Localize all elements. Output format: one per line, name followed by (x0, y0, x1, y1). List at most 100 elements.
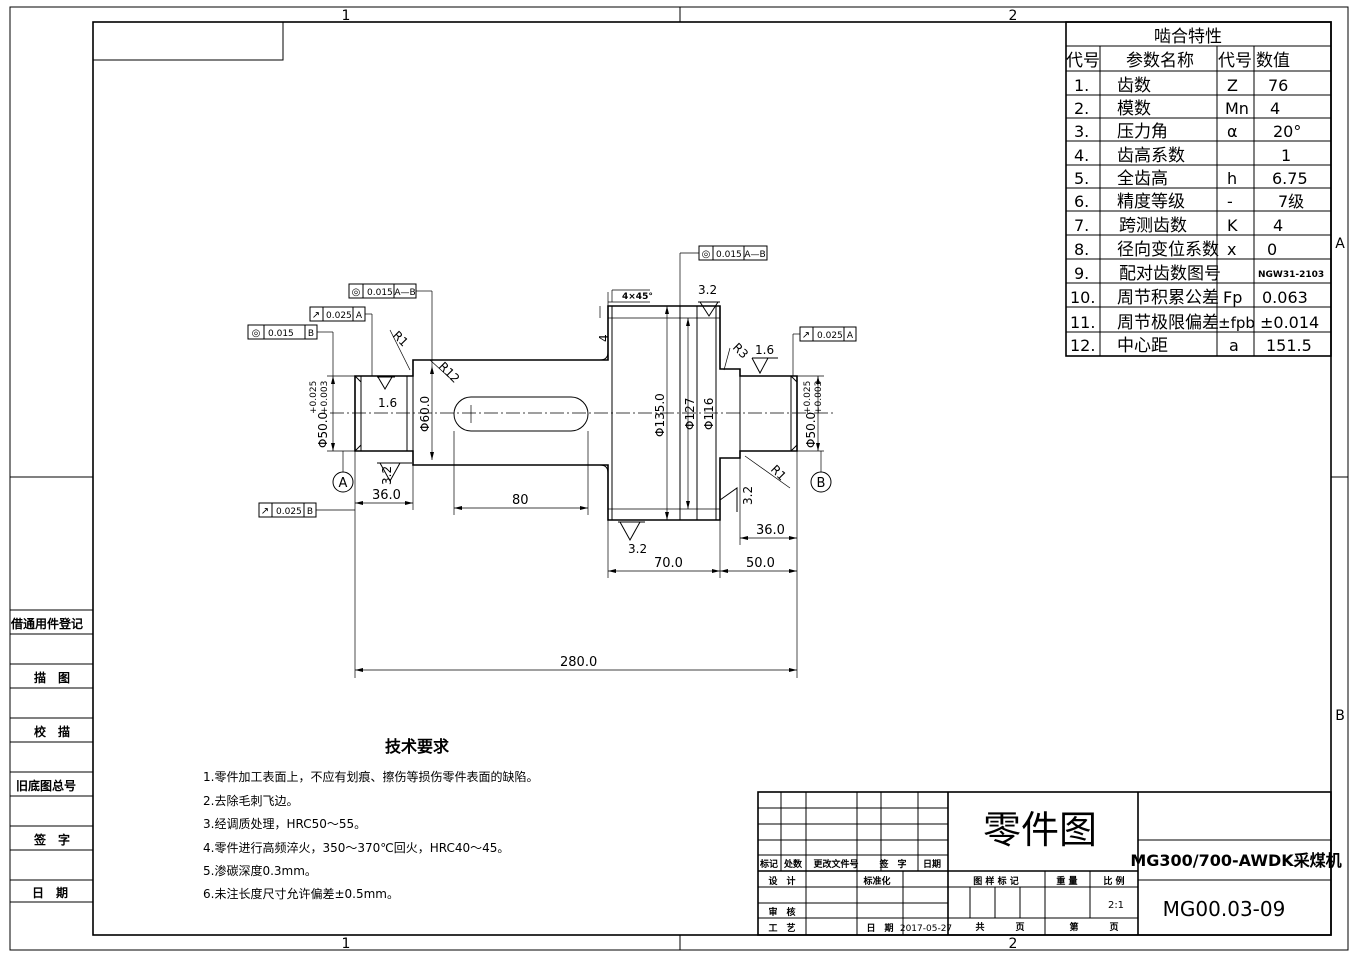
tech-requirement-1: 1.零件加工表面上，不应有划痕、擦伤等损伤零件表面的缺陷。 (203, 769, 538, 784)
mesh-row-1-value: 76 (1268, 76, 1288, 95)
mesh-header-code: 代号 (1066, 51, 1100, 71)
drawing-border (9, 6, 1349, 951)
tech-requirement-4: 4.零件进行高频淬火，350～370℃回火，HRC40～45。 (203, 840, 509, 855)
tolerance-frame-2-datum: A (356, 311, 363, 321)
mesh-row-10-value: 0.063 (1262, 288, 1308, 307)
tolerance-frame-4-symbol: ◎ (702, 249, 711, 260)
roughness-symbols (377, 301, 778, 542)
mesh-header-name: 参数名称 (1126, 51, 1194, 71)
tolerance-frame-3 (348, 283, 433, 366)
dim-len-80: 80 (512, 493, 529, 508)
mesh-row-3-value: 20° (1273, 122, 1301, 141)
tech-requirement-5: 5.渗碳深度0.3mm。 (203, 863, 317, 878)
dim-len-36-right: 36.0 (756, 523, 785, 538)
datum-a: A (339, 476, 348, 491)
rev-header-count: 处数 (783, 858, 803, 870)
title-drawing-no: MG00.03-09 (1163, 897, 1286, 921)
dim-chamfer-len: 4 (597, 334, 611, 342)
roughness-value-4: 1.6 (755, 343, 774, 357)
tech-requirement-3: 3.经调质处理，HRC50～55。 (203, 817, 366, 831)
mesh-row-2-name: 模数 (1117, 99, 1151, 119)
mesh-row-12-name: 中心距 (1117, 336, 1168, 356)
mesh-row-6-symbol: - (1227, 192, 1233, 211)
mesh-row-12-value: 151.5 (1266, 336, 1312, 355)
mesh-row-11-symbol: ±fpb (1218, 314, 1255, 332)
dim-d60: Φ60.0 (418, 396, 432, 432)
left-strip-label-3: 校 描 (34, 724, 70, 739)
mesh-row-9-no: 9. (1074, 264, 1089, 283)
dimension-lines (327, 289, 824, 678)
dim-d127: Φ127 (683, 398, 697, 430)
dim-r1-a: R1 (390, 328, 411, 349)
dim-len-50: 50.0 (746, 556, 775, 571)
rev-header-sign: 签 字 (878, 858, 906, 870)
mesh-row-7-name: 跨测齿数 (1119, 216, 1187, 236)
tolerance-frame-5-datum: A (847, 331, 854, 341)
tolerance-frame-4 (679, 245, 768, 306)
tolerance-frame-3-datum: A—B (394, 288, 415, 298)
label-review: 审 核 (768, 906, 795, 918)
arrowheads (331, 306, 820, 672)
label-weight: 重 量 (1056, 875, 1077, 887)
title-machine: MG300/700-AWDK采煤机 (1130, 851, 1341, 870)
roughness-value-3: 3.2 (628, 542, 647, 556)
dim-len-36-left: 36.0 (372, 488, 401, 503)
label-sheet-unit: 页 (1109, 922, 1118, 933)
label-standardize: 标准化 (862, 875, 890, 887)
tolerance-frame-3-symbol: ◎ (352, 287, 361, 298)
dim-chamfer: 4×45° (622, 292, 653, 302)
value-scale: 2:1 (1108, 900, 1124, 911)
zone-col-2-top: 2 (1009, 8, 1018, 24)
dim-d50-right: Φ50.0 (804, 412, 818, 448)
mesh-header-symbol: 代号 (1218, 51, 1252, 71)
mesh-row-2-no: 2. (1074, 99, 1089, 118)
label-date: 日 期 (866, 922, 893, 934)
title-block (757, 791, 1332, 936)
left-strip (9, 609, 94, 903)
tolerance-frame-1-symbol: ◎ (252, 328, 261, 339)
mesh-row-5-value: 6.75 (1272, 169, 1308, 188)
label-total-unit: 页 (1015, 922, 1024, 933)
mesh-row-9-value: NGW31-2103 (1258, 270, 1324, 280)
mesh-row-2-symbol: Mn (1225, 99, 1249, 118)
radius-leaders (389, 329, 791, 489)
tolerance-frame-2-value: 0.025 (326, 311, 352, 321)
mesh-row-11-no: 11. (1070, 313, 1095, 332)
label-design: 设 计 (768, 875, 795, 887)
mesh-row-12-symbol: a (1229, 336, 1239, 355)
datum-markers (332, 451, 832, 493)
dim-d50-left-tol-lower: +0.003 (320, 381, 330, 414)
roughness-value-6: 3.2 (741, 486, 755, 505)
tolerance-frame-5 (792, 326, 857, 376)
dim-d50-right-tol-lower: +0.003 (814, 381, 824, 414)
tolerance-frame-1 (247, 324, 334, 376)
mesh-row-8-value: 0 (1267, 240, 1277, 259)
mesh-row-12-no: 12. (1070, 336, 1095, 355)
mesh-row-5-no: 5. (1074, 169, 1089, 188)
datum-b: B (817, 476, 826, 491)
mesh-row-4-value: 1 (1281, 146, 1291, 165)
mesh-row-10-symbol: Fp (1223, 288, 1242, 307)
mesh-row-6-no: 6. (1074, 192, 1089, 211)
tech-requirements-title: 技术要求 (385, 737, 450, 756)
tolerance-frame-6 (258, 502, 355, 518)
mesh-row-4-name: 齿高系数 (1117, 146, 1185, 166)
tolerance-frame-6-symbol: ↗ (261, 506, 269, 517)
zone-col-2-bottom: 2 (1009, 936, 1018, 952)
mesh-row-5-name: 全齿高 (1117, 169, 1168, 189)
tolerance-frame-2-symbol: ↗ (312, 310, 320, 321)
label-stage-mark: 图 样 标 记 (973, 875, 1018, 887)
mesh-row-11-name: 周节极限偏差 (1117, 313, 1219, 333)
mesh-row-3-name: 压力角 (1117, 122, 1168, 142)
mesh-row-1-name: 齿数 (1117, 76, 1151, 96)
mesh-row-8-name: 径向变位系数 (1117, 240, 1219, 260)
zone-col-1-bottom: 1 (342, 936, 351, 952)
left-strip-label-2: 描 图 (34, 670, 70, 685)
label-scale: 比 例 (1103, 875, 1124, 887)
label-process: 工 艺 (768, 922, 795, 934)
tech-requirement-6: 6.未注长度尺寸允许偏差±0.5mm。 (203, 886, 399, 901)
dim-d50-right-tol-upper: +0.025 (803, 381, 813, 414)
tolerance-frame-2 (309, 306, 373, 376)
mesh-row-10-no: 10. (1070, 288, 1095, 307)
rev-header-doc: 更改文件号 (813, 858, 858, 870)
